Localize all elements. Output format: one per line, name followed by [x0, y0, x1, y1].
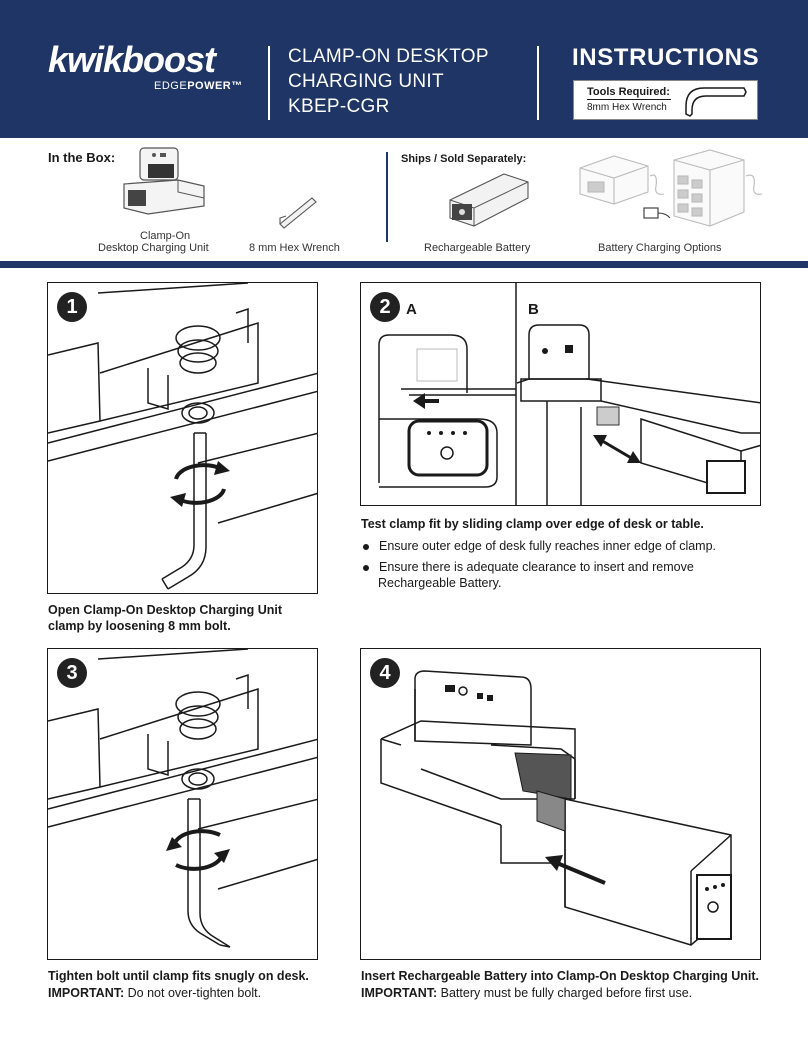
step-3-lead: Tighten bolt until clamp fits snugly on … [48, 969, 309, 983]
step-4-illustration [380, 670, 732, 946]
step-2-number-badge: 2 [370, 292, 400, 322]
step-2-bullet: Ensure there is adequate clearance to in… [363, 559, 763, 575]
ships-item-2: Battery Charging Options [598, 242, 722, 254]
in-the-box-label: In the Box: [48, 150, 116, 165]
ships-item-1: Rechargeable Battery [424, 242, 531, 254]
brand-logo: kwikboost EDGEPOWER™ [48, 39, 242, 93]
step-2-label-b: B [528, 301, 539, 318]
tools-required-box: Tools Required: 8mm Hex Wrench [573, 80, 758, 120]
step-3-number-badge: 3 [57, 658, 87, 688]
bullet-dot [363, 544, 369, 550]
step-2-panel: 2 A B [360, 282, 761, 506]
in-box-item-1: Clamp-On [140, 230, 191, 242]
step-1-number-badge: 1 [57, 292, 87, 322]
step-3-important: IMPORTANT: Do not over-tighten bolt. [48, 986, 262, 1000]
in-box-item-1b: Desktop Charging Unit [98, 242, 209, 254]
ships-separately-label: Ships / Sold Separately: [401, 153, 527, 165]
box-divider [386, 152, 388, 242]
step-3-panel: 3 [47, 648, 318, 960]
step-2-illustration [378, 283, 760, 505]
step-4-number-badge: 4 [370, 658, 400, 688]
brand-name: kwikboost [48, 39, 216, 80]
step-2-bullet-continuation: Rechargeable Battery. [378, 576, 502, 590]
in-box-item-2: 8 mm Hex Wrench [249, 242, 340, 254]
hex-wrench-icon [685, 87, 747, 117]
step-2-lead: Test clamp fit by sliding clamp over edg… [361, 517, 704, 531]
step-2-bullet: Ensure outer edge of desk fully reaches … [363, 538, 763, 554]
step-1-text-line-1: Open Clamp-On Desktop Charging Unit [48, 603, 283, 617]
header-banner: kwikboost EDGEPOWER™ CLAMP-ON DESKTOP CH… [0, 0, 808, 138]
title-line-3: KBEP-CGR [288, 96, 390, 117]
step-2-label-a: A [406, 301, 417, 318]
step-1-illustration [48, 283, 317, 590]
brand-subline: EDGEPOWER™ [154, 80, 243, 92]
bullet-dot [363, 565, 369, 571]
step-4-lead: Insert Rechargeable Battery into Clamp-O… [361, 969, 759, 983]
step-1-text-line-2: clamp by loosening 8 mm bolt. [48, 619, 231, 633]
instructions-heading: INSTRUCTIONS [572, 44, 760, 71]
tools-label-underline [587, 99, 671, 100]
title-line-1: CLAMP-ON DESKTOP [288, 46, 489, 67]
rechargeable-battery-icon [449, 173, 529, 227]
tools-required-label: Tools Required: [587, 86, 670, 98]
title-line-2: CHARGING UNIT [288, 71, 444, 92]
section-band [0, 261, 808, 268]
step-3-illustration [48, 649, 317, 948]
hex-wrench-icon [279, 197, 317, 229]
step-4-panel: 4 [360, 648, 761, 960]
battery-charging-options-icon [579, 149, 763, 227]
header-divider [268, 46, 270, 120]
step-4-important: IMPORTANT: Battery must be fully charged… [361, 986, 693, 1000]
charging-unit-icon [123, 147, 205, 215]
product-title: CLAMP-ON DESKTOP CHARGING UNIT KBEP-CGR [288, 44, 489, 119]
step-1-panel: 1 [47, 282, 318, 594]
tools-required-value: 8mm Hex Wrench [587, 102, 667, 113]
header-divider [537, 46, 539, 120]
